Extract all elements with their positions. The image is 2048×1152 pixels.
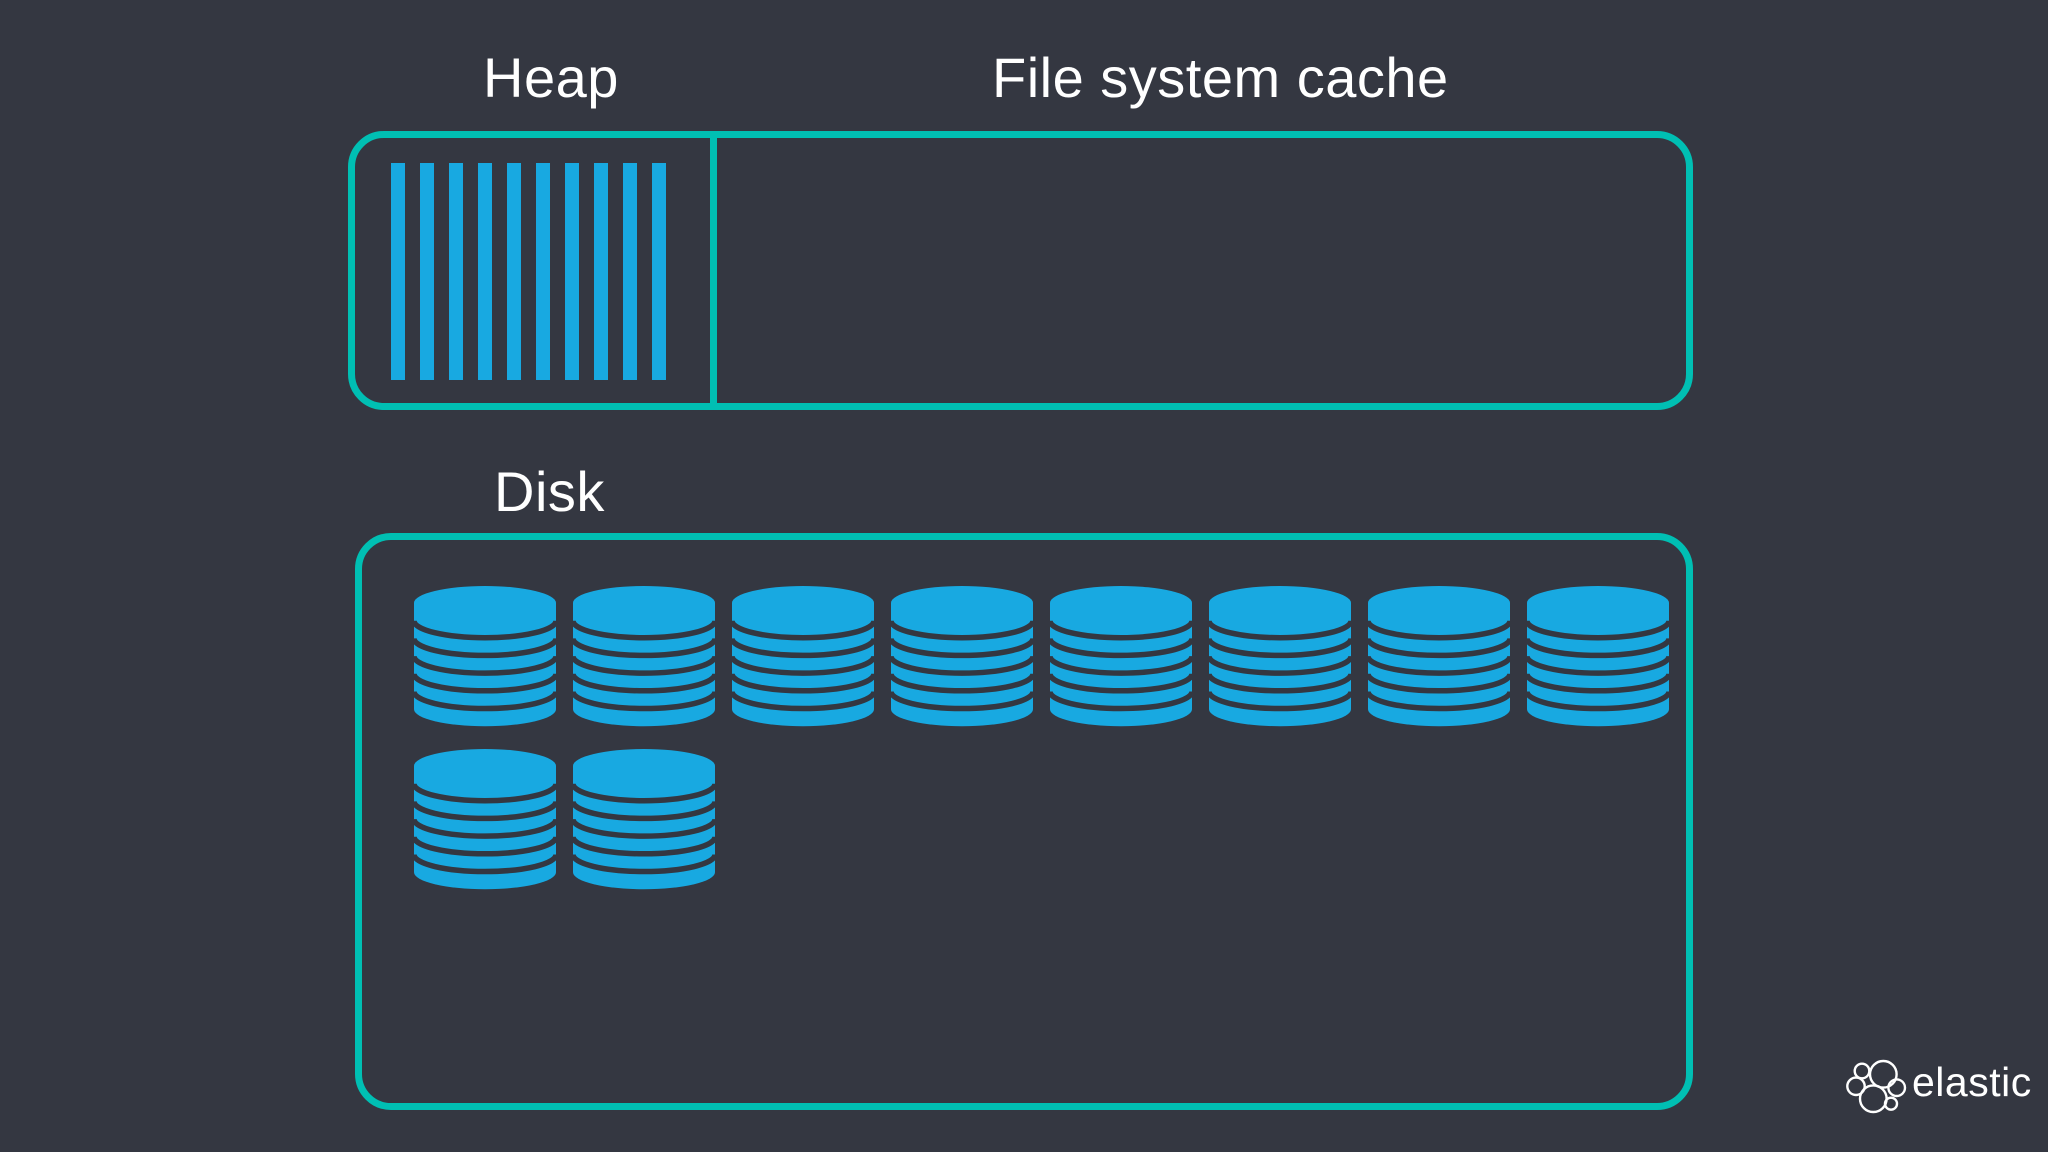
memory-box [348,131,1693,410]
heap-segment [652,163,666,380]
disk-box [355,533,1693,1110]
file-system-cache-region [717,138,1686,403]
heap-label: Heap [483,46,619,109]
disk-stack-icon [573,749,715,890]
disk-stack-icon [414,749,556,890]
disk-stack-row-1 [414,586,1669,727]
disk-stack-icon [1050,586,1192,727]
disk-stack-row-2 [414,749,715,890]
disk-label: Disk [494,460,605,523]
heap-segment [420,163,434,380]
elastic-logo-text: elastic [1912,1059,2032,1105]
disk-stack-icon [732,586,874,727]
disk-stack-icon [1527,586,1669,727]
disk-stack-icon [1209,586,1351,727]
heap-segment [594,163,608,380]
heap-segment [623,163,637,380]
disk-stack-icon [1368,586,1510,727]
heap-segment [478,163,492,380]
heap-segments [391,163,666,380]
heap-segment [536,163,550,380]
memory-divider-line [710,131,717,410]
disk-stack-icon [891,586,1033,727]
heap-segment [565,163,579,380]
heap-segment [507,163,521,380]
elastic-cluster-icon [1846,1059,1907,1114]
heap-segment [449,163,463,380]
disk-stack-icon [414,586,556,727]
heap-segment [391,163,405,380]
file-system-cache-label: File system cache [992,46,1449,109]
disk-stack-icon [573,586,715,727]
